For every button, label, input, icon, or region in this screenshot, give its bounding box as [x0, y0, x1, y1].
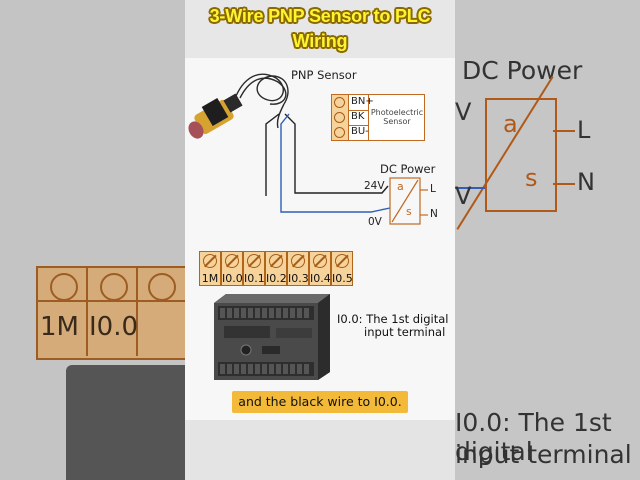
- plc-terminal: I0.5: [331, 251, 353, 286]
- plc-terminal: I0.1: [243, 251, 265, 286]
- title-bar: 3-Wire PNP Sensor to PLC Wiring: [185, 0, 455, 58]
- screw-icon: [291, 254, 305, 268]
- bg-terminal-note-1: I0.0: The 1st digital: [455, 408, 612, 466]
- plc-terminal: 1M: [199, 251, 221, 286]
- screw-icon: [203, 254, 217, 268]
- bg-screw-icon: [50, 273, 78, 301]
- bg-terminal-label: 1M: [40, 312, 79, 342]
- bg-screw-icon: [148, 273, 176, 301]
- terminal-note-line-2: input terminal: [364, 325, 446, 339]
- voltage-0v: 0V: [368, 216, 382, 228]
- sensor-description: Photoelectric Sensor: [370, 108, 424, 126]
- sensor-terminal-block: BN+ BK BU- Photoelectric Sensor: [331, 94, 425, 141]
- video-frame: 3-Wire PNP Sensor to PLC Wiring: [185, 0, 455, 480]
- terminal-note: I0.0: The 1st digital input terminal: [337, 313, 448, 339]
- brown-wire: [284, 113, 389, 194]
- background-left-zoom: 1M I0.0: [0, 0, 185, 480]
- sensor-cable-icon: [235, 73, 289, 129]
- terminal-l: L: [430, 183, 436, 195]
- background-right-zoom: DC Power a s L N V V I0.0: The 1st digit…: [455, 0, 640, 480]
- bg-power-box: [485, 98, 557, 212]
- screw-icon: [334, 97, 345, 108]
- subtitle-caption: and the black wire to I0.0.: [232, 391, 408, 413]
- terminal-bk: BK: [351, 111, 365, 122]
- screw-icon: [247, 254, 261, 268]
- plc-terminal-strip: 1M I0.0 I0.1 I0.2 I0.3 I0.4 I0.5: [199, 251, 353, 286]
- dc-power-a: a: [397, 180, 404, 193]
- screw-icon: [334, 127, 345, 138]
- blue-wire: [280, 113, 391, 213]
- bg-terminal-label: I0.0: [89, 312, 139, 342]
- screw-icon: [225, 254, 239, 268]
- plc-terminal: I0.4: [309, 251, 331, 286]
- black-wire: [265, 113, 280, 196]
- bg-dc-power-label: DC Power: [462, 56, 583, 85]
- terminal-n: N: [430, 208, 438, 220]
- title-line-1: 3-Wire PNP Sensor to PLC: [209, 6, 431, 26]
- terminal-bn: BN+: [351, 96, 374, 107]
- title-line-2: Wiring: [292, 31, 348, 51]
- bg-terminal-note-2: input terminal: [455, 440, 632, 469]
- sensor-label: PNP Sensor: [291, 68, 357, 82]
- terminal-note-line-1: I0.0: The 1st digital: [337, 312, 449, 326]
- bg-plc-body: [66, 365, 185, 480]
- screw-icon: [269, 254, 283, 268]
- bottom-strip: [185, 420, 455, 480]
- plc-terminal: I0.2: [265, 251, 287, 286]
- pnp-sensor-icon: [188, 93, 243, 139]
- screw-icon: [313, 254, 327, 268]
- plc-terminal: I0.0: [221, 251, 243, 286]
- voltage-24v: 24V: [364, 180, 385, 192]
- screw-icon: [334, 112, 345, 123]
- dc-power-s: s: [406, 205, 412, 218]
- terminal-bu: BU-: [351, 126, 369, 137]
- bg-screw-icon: [100, 273, 128, 301]
- screw-icon: [335, 254, 349, 268]
- dc-power-label: DC Power: [380, 162, 436, 176]
- plc-terminal: I0.3: [287, 251, 309, 286]
- dc-power-icon: [389, 177, 428, 225]
